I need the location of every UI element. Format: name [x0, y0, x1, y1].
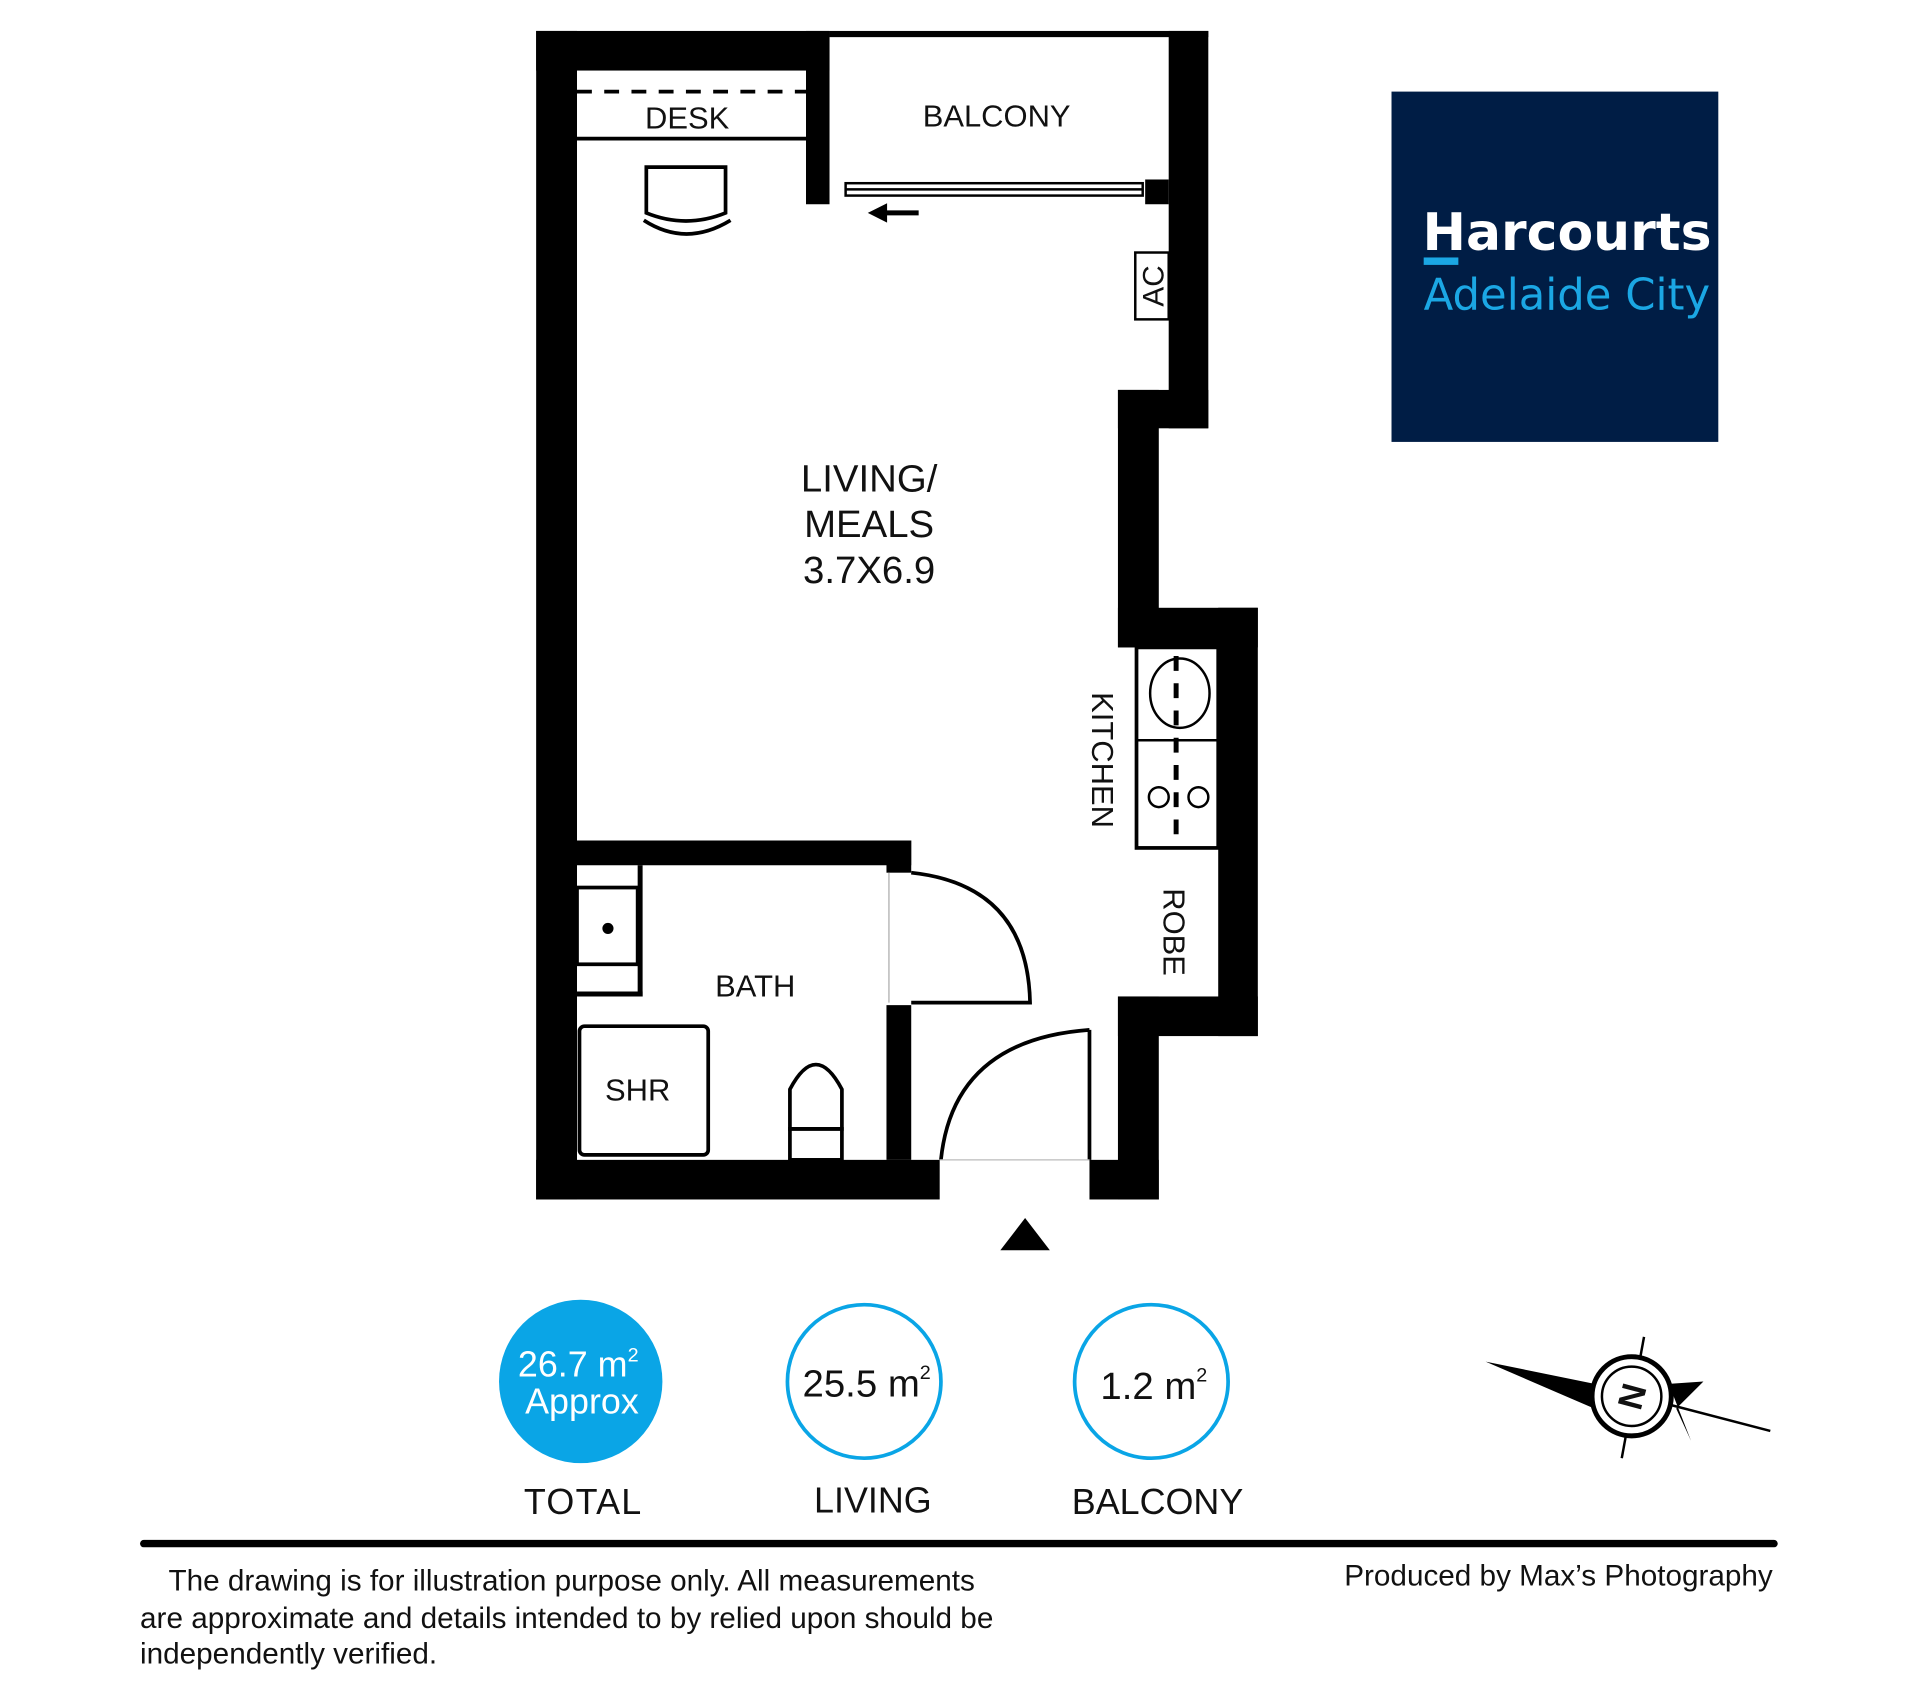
wall-step-top: [1117, 389, 1209, 429]
room-label-balcony: BALCONY: [923, 98, 1071, 133]
cooktop-burner: [1147, 786, 1170, 809]
ac-unit: [1134, 251, 1170, 321]
logo-background: [1391, 91, 1719, 442]
entry-door-swing: [939, 1028, 1092, 1161]
disclaimer-line-1: The drawing is for illustration purpose …: [169, 1565, 975, 1598]
area-balcony-circle: [1072, 1302, 1230, 1461]
room-label-shower: SHR: [605, 1072, 670, 1107]
wall-kitchen-right: [1218, 607, 1258, 1037]
photographer-credit: Produced by Max’s Photography: [1344, 1560, 1773, 1593]
wall-bottom-left: [536, 1159, 940, 1200]
disclaimer-line-2: are approximate and details intended to …: [140, 1602, 993, 1635]
svg-text:1.2 m2: 1.2 m2: [1100, 1364, 1207, 1407]
wall-bottom-right: [1089, 1159, 1159, 1200]
wall-balcony-left: [806, 30, 830, 205]
area-total-label: TOTAL: [524, 1482, 643, 1522]
fixtures: [575, 89, 1221, 1162]
north-compass-icon: N: [1485, 1336, 1771, 1459]
area-total-unit-sup: 2: [628, 1345, 639, 1367]
room-label-meals: MEALS: [804, 503, 934, 546]
sink-icon: [1148, 657, 1211, 730]
kitchen-counter: [1134, 645, 1221, 850]
svg-text:26.7 m2: 26.7 m2: [518, 1344, 639, 1384]
room-label-bath: BATH: [715, 968, 795, 1003]
wall-left: [536, 30, 578, 1200]
disclaimer-line-3: independently verified.: [140, 1638, 437, 1671]
room-label-desk: DESK: [645, 101, 730, 136]
svg-text:25.5 m2: 25.5 m2: [803, 1362, 931, 1405]
wall-top-desk: [536, 30, 830, 71]
area-total-note: Approx: [525, 1382, 639, 1422]
shower-tray: [577, 1024, 711, 1157]
wall-bath-top: [577, 840, 912, 866]
area-balcony-label: BALCONY: [1072, 1482, 1244, 1522]
arrow-head: [867, 203, 888, 223]
wall-bath-right-lower: [886, 1005, 912, 1160]
area-living-unit-sup: 2: [920, 1362, 931, 1384]
area-living-circle: [785, 1302, 943, 1461]
area-balcony-value: 1.2 m: [1100, 1365, 1196, 1408]
room-label-ac: AC: [1138, 265, 1171, 306]
wall-post: [1145, 179, 1169, 205]
logo-brand: Harcourts: [1422, 203, 1711, 263]
wall-right-step: [1117, 389, 1159, 648]
wall-right-upper: [1168, 30, 1209, 429]
basin-drain: [602, 922, 614, 934]
room-label-robe: ROBE: [1157, 888, 1192, 976]
entry-arrow-icon: [1000, 1218, 1050, 1251]
bath-door-swing: [911, 870, 1032, 1005]
area-balcony: 1.2 m2 BALCONY: [1072, 1302, 1244, 1522]
logo-office: Adelaide City: [1424, 270, 1710, 320]
floor-plan: [536, 30, 1258, 1200]
toilet-cistern: [788, 1127, 844, 1162]
logo-accent-bar: [1423, 257, 1459, 265]
cooktop-burner: [1187, 786, 1210, 809]
chair-back: [642, 218, 732, 236]
area-total: 26.7 m2 Approx TOTAL: [499, 1299, 663, 1522]
area-living-value: 25.5 m: [803, 1362, 920, 1405]
chair-icon: [644, 165, 728, 223]
area-total-circle: [499, 1299, 663, 1464]
area-living-label: LIVING: [814, 1481, 932, 1521]
harcourts-logo: Harcourts Adelaide City: [1391, 91, 1719, 442]
area-total-value: 26.7 m: [518, 1344, 628, 1384]
area-balcony-unit-sup: 2: [1196, 1364, 1207, 1386]
area-living: 25.5 m2 LIVING: [785, 1302, 943, 1521]
room-label-kitchen: KITCHEN: [1085, 692, 1120, 828]
toilet-icon: [788, 1062, 844, 1131]
room-dimensions-living: 3.7X6.9: [803, 549, 935, 592]
room-label-living: LIVING/: [801, 457, 938, 500]
balcony-rail: [829, 30, 1209, 38]
wall-bath-right-upper: [886, 840, 912, 873]
footer-divider: [140, 1539, 1778, 1548]
